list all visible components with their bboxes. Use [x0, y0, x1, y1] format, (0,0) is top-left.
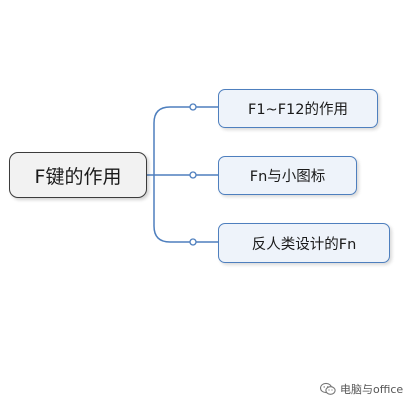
branch-dot-3: [189, 238, 197, 246]
subtopic-label: 反人类设计的Fn: [251, 236, 357, 253]
subtopic-f1-f12[interactable]: F1~F12的作用: [218, 89, 378, 128]
subtopic-fn-design[interactable]: 反人类设计的Fn: [218, 223, 390, 263]
branch-dot-2: [189, 171, 197, 179]
subtopic-label: F1~F12的作用: [247, 102, 348, 118]
branch-line-3: [153, 175, 218, 243]
branch-dot-1: [189, 103, 197, 111]
branch-line-1: [153, 106, 218, 175]
root-topic-label: F键的作用: [34, 165, 122, 188]
subtopic-fn-icons[interactable]: Fn与小图标: [218, 156, 357, 195]
watermark: 电脑与office: [320, 381, 403, 397]
root-topic[interactable]: F键的作用: [9, 152, 147, 198]
subtopic-label: Fn与小图标: [249, 169, 326, 185]
wechat-icon: [320, 382, 336, 396]
watermark-text: 电脑与office: [340, 383, 404, 396]
